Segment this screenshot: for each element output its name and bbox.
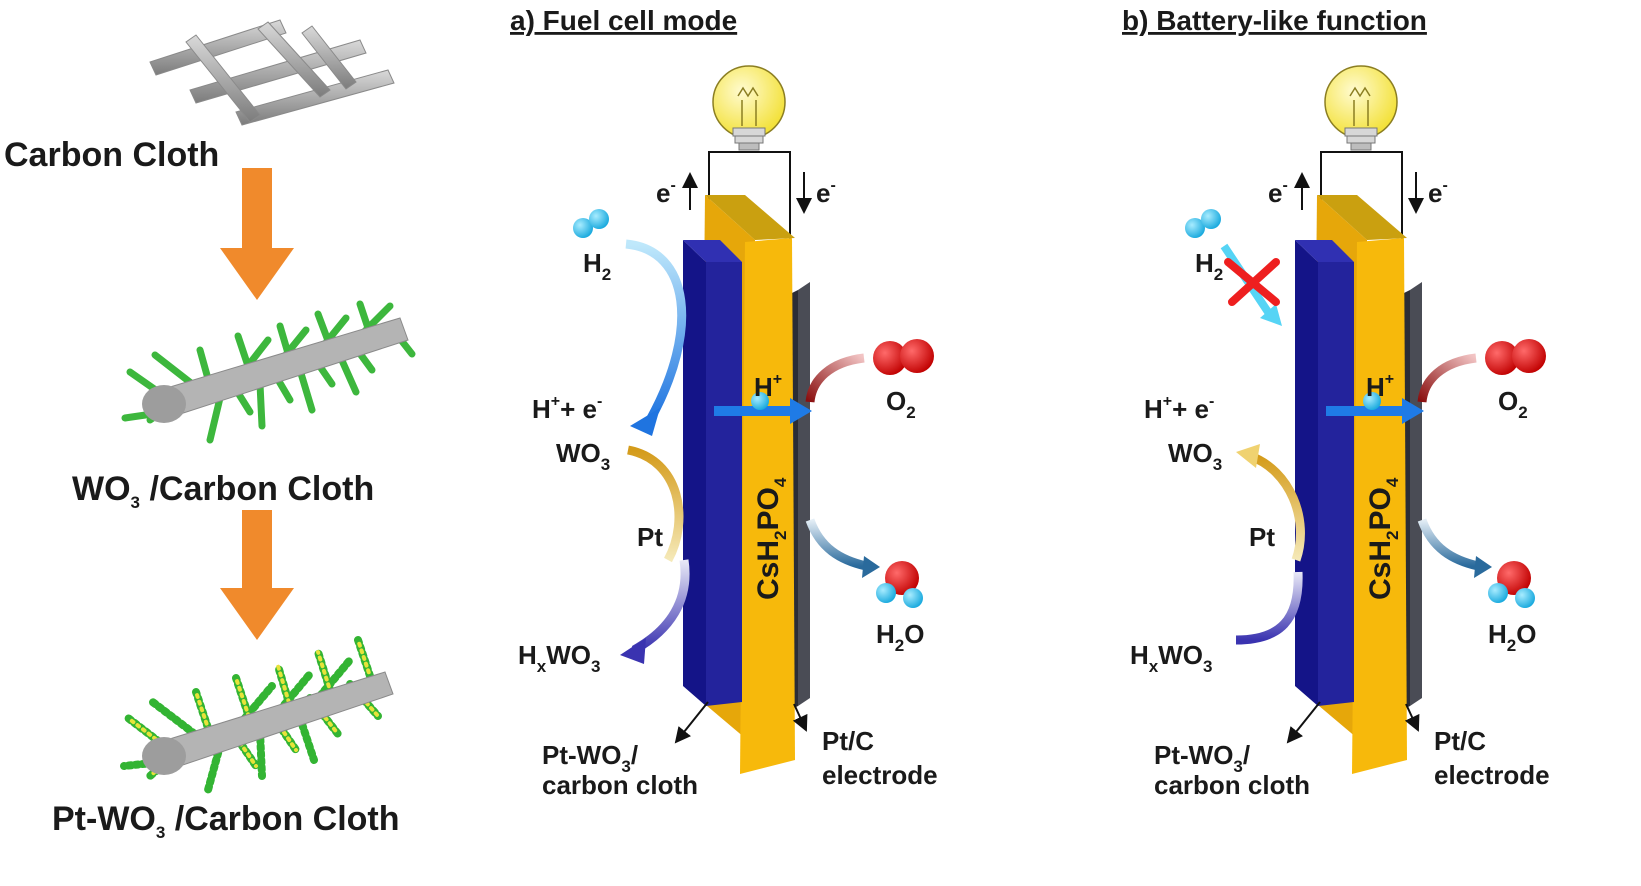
h2o-formation-arrow (1417, 518, 1480, 571)
electrolyte-formula: CsH2PO4 (752, 477, 790, 600)
light-bulb-icon (712, 65, 786, 151)
pt-wo3-carbon-cloth-label: Pt-WO3 /Carbon Cloth (52, 800, 400, 842)
hxwo3-label: HxWO3 (1130, 640, 1212, 676)
anode-label-line2: carbon cloth (1154, 770, 1310, 800)
o2-reduction-arrow (805, 353, 865, 403)
panel-b-extras (1220, 243, 1305, 645)
wo3-nanorod-illustration (121, 300, 416, 444)
proton-label: H+ (754, 371, 782, 402)
blocked-cross-icon (1224, 258, 1280, 306)
cathode-leader-line (792, 703, 808, 732)
panel-title: b) Battery-like function (1122, 5, 1427, 36)
anode-label-line2: carbon cloth (542, 770, 698, 800)
h2-label: H2 (1195, 248, 1223, 284)
electron-left-label: e- (1268, 177, 1288, 208)
h2-molecule-icon (1185, 209, 1221, 238)
anode-leader-line (674, 701, 709, 744)
carbon-cloth-label: Carbon Cloth (4, 136, 219, 174)
anode-label-line1: Pt-WO3/ (1154, 740, 1250, 776)
electrolyte-formula: CsH2PO4 (1364, 477, 1402, 600)
h2-molecule-icon (573, 209, 609, 238)
proton-label: H+ (1366, 371, 1394, 402)
cathode-label-line1: Pt/C (1434, 726, 1486, 756)
h2o-label: H2O (1488, 619, 1536, 655)
hxwo3-label: HxWO3 (518, 640, 600, 676)
wo3-label: WO3 (1168, 438, 1222, 474)
wo3-carbon-cloth-label: WO3 /Carbon Cloth (72, 470, 374, 512)
h2-label: H2 (583, 248, 611, 284)
electron-right-label: e- (1428, 177, 1448, 208)
o2-label: O2 (1498, 386, 1528, 422)
cell-panel-b: b) Battery-like function e- e- (1122, 5, 1550, 800)
hplus-electron-label: H++ e- (1144, 393, 1214, 424)
o2-molecule-icon (1485, 339, 1546, 375)
cathode-label-line2: electrode (1434, 760, 1550, 790)
panel-title: a) Fuel cell mode (510, 5, 737, 36)
cathode-label-line1: Pt/C (822, 726, 874, 756)
process-arrow-1 (220, 168, 294, 300)
h2o-formation-arrow (805, 518, 868, 571)
anode-plate (683, 240, 742, 706)
pt-catalyst-label: Pt (1249, 522, 1275, 552)
anode-plate (1295, 240, 1354, 706)
o2-molecule-icon (873, 339, 934, 375)
h2o-molecule-icon (1488, 561, 1535, 608)
cell-panel-a: a) Fuel cell mode e- e- (510, 5, 938, 800)
wo3-gold-arrow (626, 445, 684, 563)
anode-leader-line (1286, 701, 1321, 744)
wo3-reduction-arrow (1236, 444, 1305, 562)
h2o-arrowhead (862, 556, 880, 578)
anode-label-line1: Pt-WO3/ (542, 740, 638, 776)
o2-reduction-arrow (1417, 353, 1477, 403)
electron-left-label: e- (656, 177, 676, 208)
process-arrow-2 (220, 510, 294, 640)
carbon-cloth-mesh-illustration (149, 19, 395, 126)
proton-transport-arrow (714, 392, 812, 424)
pt-wo3-nanorod-illustration (120, 636, 394, 794)
o2-label: O2 (886, 386, 916, 422)
h2o-molecule-icon (876, 561, 923, 608)
h2-oxidation-arrow (625, 239, 687, 436)
cathode-label-line2: electrode (822, 760, 938, 790)
light-bulb-icon (1324, 65, 1398, 151)
wo3-label: WO3 (556, 438, 610, 474)
hxwo3-formation-arrow (620, 559, 690, 664)
hplus-electron-label: H++ e- (532, 393, 602, 424)
electron-right-label: e- (816, 177, 836, 208)
pt-catalyst-label: Pt (637, 522, 663, 552)
hxwo3-source-arrow (1235, 571, 1303, 645)
h2o-label: H2O (876, 619, 924, 655)
h2o-arrowhead (1474, 556, 1492, 578)
proton-transport-arrow (1326, 392, 1424, 424)
cathode-leader-line (1404, 703, 1420, 732)
